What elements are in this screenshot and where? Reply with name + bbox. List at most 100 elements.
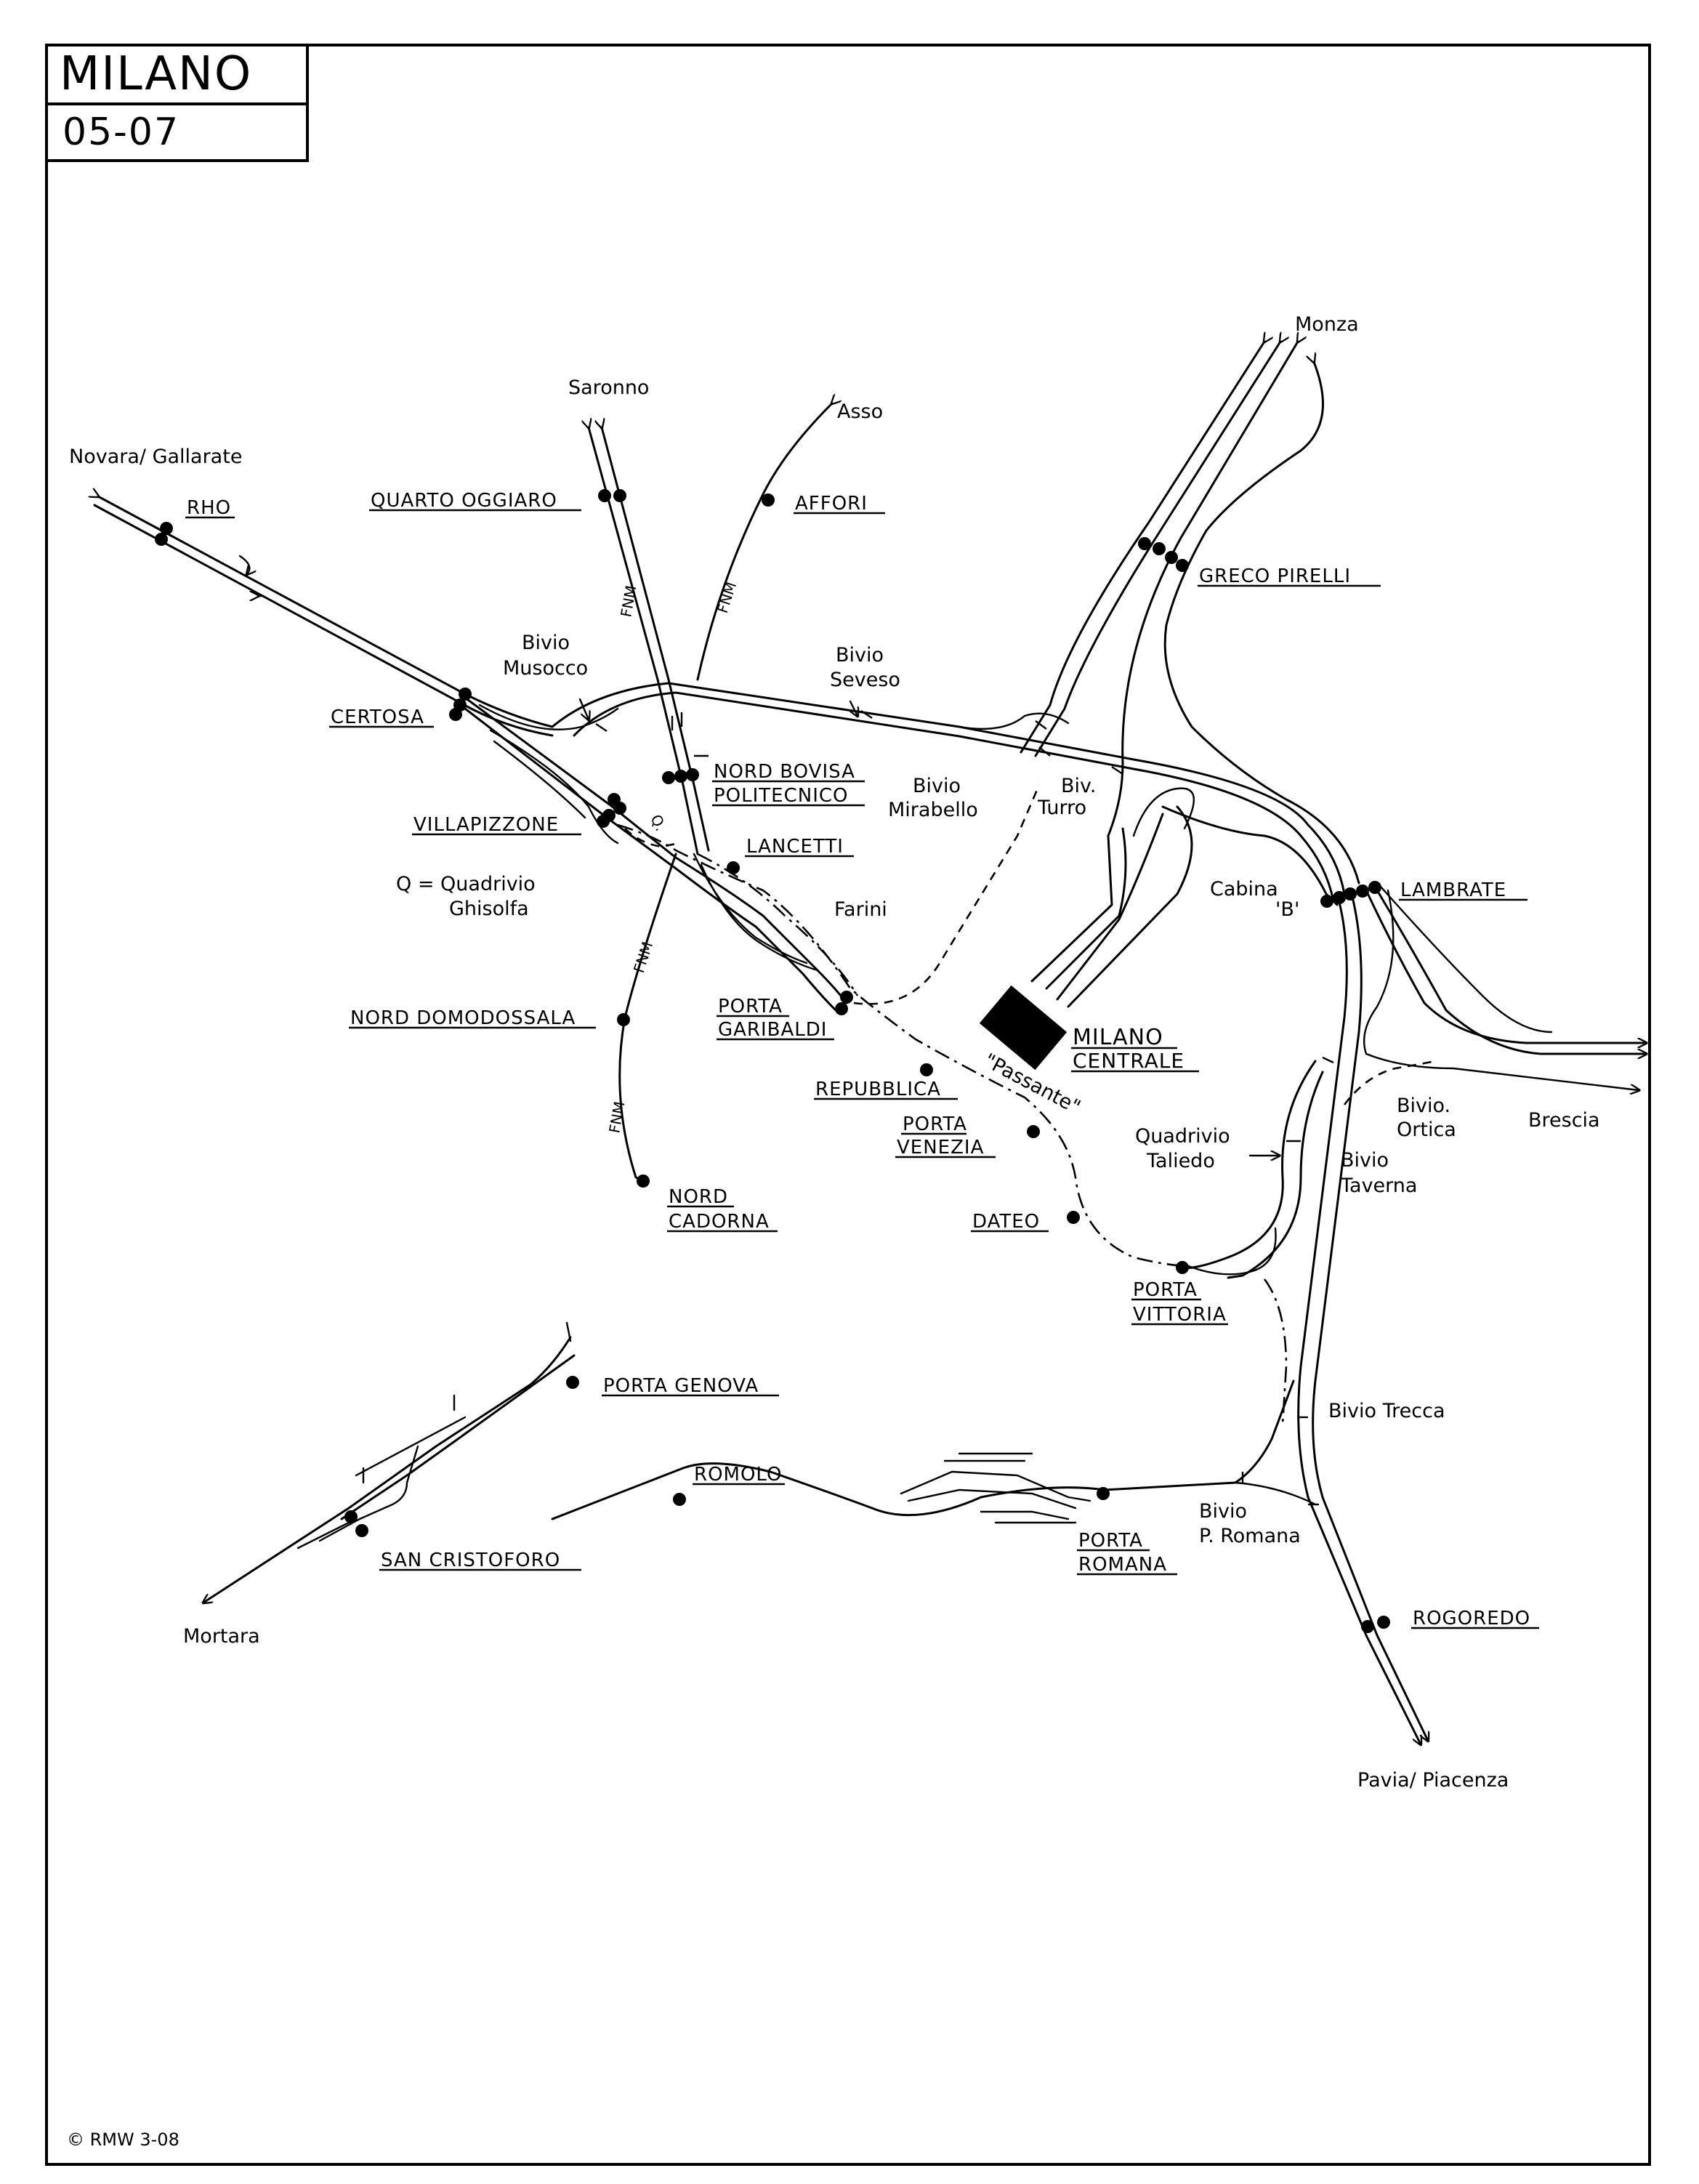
station-dots <box>155 489 1390 1633</box>
track-network <box>94 342 1646 1744</box>
seveso-pointer <box>850 700 857 716</box>
station-porta-vittoria-1: PORTA <box>1133 1279 1198 1301</box>
destination-labels: Novara/ Gallarate Saronno Asso Monza Bre… <box>69 313 1600 1792</box>
rho-arrow <box>238 555 249 574</box>
connecting-dashed <box>624 784 1436 1105</box>
station-repubblica: REPUBBLICA <box>815 1079 941 1100</box>
junction-cabina-b-1: Cabina <box>1210 878 1278 900</box>
station-lambrate: LAMBRATE <box>1400 879 1506 901</box>
junction-quadrivio-taliedo-1: Quadrivio <box>1135 1125 1230 1148</box>
station-nord-bovisa: NORD BOVISA <box>714 761 855 783</box>
musocco-pointer <box>578 698 589 720</box>
junction-q-legend-1: Q = Quadrivio <box>396 873 536 895</box>
track-certosa-spur-2 <box>493 740 586 819</box>
junction-bivio-mirabello-1: Bivio <box>913 775 961 797</box>
station-porta-garibaldi-2: GARIBALDI <box>718 1019 827 1041</box>
track-seveso-loop <box>958 712 1070 730</box>
track-certosa-spur <box>489 729 619 845</box>
station-quarto-oggiaro: QUARTO OGGIARO <box>371 490 557 512</box>
fnm-label-domodossala: FNM <box>630 940 656 975</box>
junction-q-legend-2: Ghisolfa <box>449 898 529 920</box>
station-porta-garibaldi-1: PORTA <box>718 996 783 1018</box>
track-taliedo-3 <box>1183 1227 1277 1276</box>
track-saronno-2 <box>602 427 710 852</box>
junction-bivio-seveso-1: Bivio <box>836 644 884 666</box>
track-monza-1 <box>1020 342 1264 754</box>
track-certosa-vill-2 <box>464 707 837 1012</box>
dest-asso: Asso <box>837 400 883 423</box>
track-farini-2 <box>700 863 819 972</box>
junction-marks <box>595 710 1334 1506</box>
station-nord-domodossala: NORD DOMODOSSALA <box>350 1007 576 1029</box>
dash-ortica <box>1343 1060 1436 1105</box>
passante-track-2 <box>697 853 859 996</box>
track-brescia-4 <box>1363 889 1639 1090</box>
station-politecnico: POLITECNICO <box>714 785 849 807</box>
junction-bivio-mirabello-2: Mirabello <box>888 799 978 821</box>
track-brescia-3 <box>1379 885 1553 1033</box>
station-rogoredo: ROGOREDO <box>1413 1608 1530 1629</box>
track-centrale-4 <box>1067 805 1339 1008</box>
map-frame <box>45 44 1651 2166</box>
dest-saronno: Saronno <box>568 376 649 399</box>
dash-villapizzone <box>624 828 680 848</box>
junction-bivio-taverna-2: Taverna <box>1340 1174 1417 1197</box>
station-villapizzone: VILLAPIZZONE <box>413 814 559 836</box>
track-musocco-curve <box>478 704 619 730</box>
station-porta-genova: PORTA GENOVA <box>603 1375 759 1397</box>
track-centrale-1 <box>1030 834 1113 983</box>
station-nord-cadorna-1: NORD <box>669 1186 728 1208</box>
copyright-note: © RMW 3-08 <box>67 2129 179 2150</box>
pointer-arrows <box>238 555 1279 1156</box>
station-affori: AFFORI <box>795 493 868 515</box>
dest-monza: Monza <box>1295 313 1359 336</box>
junction-bivio-musocco-2: Musocco <box>503 657 588 680</box>
junction-bivio-trecca: Bivio Trecca <box>1328 1400 1445 1422</box>
station-rho: RHO <box>187 497 231 519</box>
dest-brescia: Brescia <box>1528 1109 1600 1132</box>
track-lambrate-rogoredo-2 <box>1312 892 1379 1637</box>
station-dateo: DATEO <box>972 1211 1040 1233</box>
track-turro-loop <box>1132 787 1195 837</box>
station-nord-cadorna-2: CADORNA <box>669 1211 770 1233</box>
fnm-labels: FNM FNM FNM FNM <box>605 580 740 1135</box>
station-labels: RHO QUARTO OGGIARO AFFORI GRECO PIRELLI … <box>187 490 1530 1629</box>
dash-mirabello <box>853 784 1041 1005</box>
station-porta-romana-2: ROMANA <box>1078 1554 1167 1576</box>
junction-bivio-ortica-1: Bivio. <box>1397 1095 1450 1117</box>
track-taliedo-2 <box>1227 1071 1324 1279</box>
station-porta-romana-1: PORTA <box>1078 1530 1143 1552</box>
station-romolo: ROMOLO <box>694 1464 782 1486</box>
station-certosa: CERTOSA <box>331 706 424 728</box>
track-lambrate-rogoredo-1 <box>1297 892 1368 1637</box>
track-monza-3 <box>1107 342 1298 837</box>
track-mortara-1 <box>203 1336 572 1603</box>
junction-cabina-b-2: 'B' <box>1275 898 1299 921</box>
track-centrale-3 <box>1056 813 1164 1001</box>
junction-biv-turro-2: Turro <box>1037 797 1086 819</box>
track-brescia-2 <box>1376 889 1646 1054</box>
track-brescia-1 <box>1365 889 1646 1043</box>
track-saronno-1 <box>589 427 699 855</box>
track-cristoforo-sidings <box>296 1321 572 1550</box>
station-porta-vittoria-2: VITTORIA <box>1133 1304 1227 1326</box>
station-underlines <box>185 509 1539 1629</box>
milano-centrale-terminal <box>979 985 1068 1071</box>
station-milano-centrale-2: CENTRALE <box>1073 1049 1185 1073</box>
track-belt-north-1 <box>551 682 1346 895</box>
track-mortara-2 <box>340 1354 576 1520</box>
station-lancetti: LANCETTI <box>746 836 844 858</box>
station-porta-venezia-2: VENEZIA <box>897 1137 984 1159</box>
track-rogoredo-pavia-1 <box>1365 1634 1421 1744</box>
track-asso <box>696 403 832 681</box>
junction-bivio-seveso-2: Seveso <box>830 669 900 691</box>
title-divider <box>45 102 306 105</box>
passante-taliedo <box>1263 1278 1288 1425</box>
dest-mortara: Mortara <box>183 1625 260 1648</box>
map-date: 05-07 <box>62 110 180 154</box>
track-taliedo-1 <box>1183 1060 1317 1270</box>
junction-bivio-ortica-2: Ortica <box>1397 1119 1456 1141</box>
junction-bivio-p-romana-2: P. Romana <box>1199 1525 1301 1547</box>
fnm-label-saronno: FNM <box>617 584 639 618</box>
